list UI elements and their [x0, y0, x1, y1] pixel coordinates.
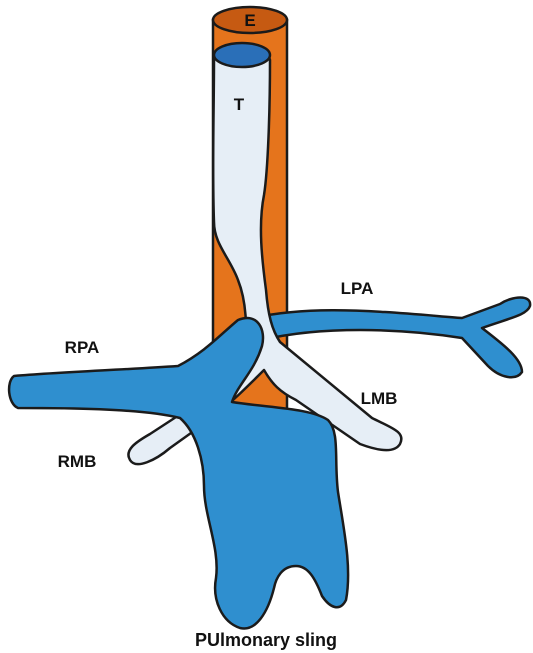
- rmb-label: RMB: [58, 452, 97, 471]
- diagram-caption: PUlmonary sling: [195, 630, 337, 650]
- trachea-label: T: [234, 95, 245, 114]
- trachea-top: [214, 43, 270, 67]
- lmb-label: LMB: [361, 389, 398, 408]
- lpa-label: LPA: [341, 279, 374, 298]
- rpa-label: RPA: [65, 338, 100, 357]
- esophagus-label: E: [244, 11, 255, 30]
